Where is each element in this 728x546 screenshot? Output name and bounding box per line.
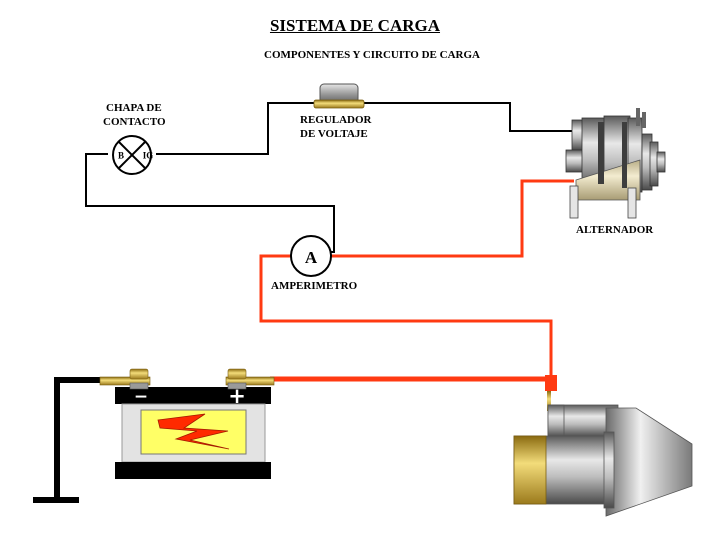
voltage-regulator-label-line2: DE VOLTAJE [300,128,368,140]
battery-positive-terminal [225,368,275,390]
wire-alternator-ammeter [330,179,574,258]
charge-wiring [259,179,574,382]
battery: − + [99,368,275,479]
voltage-regulator-label-line1: REGULADOR [300,114,372,126]
battery-negative-terminal [99,368,151,390]
ammeter-symbol [290,235,332,277]
ammeter-label: AMPERIMETRO [271,280,358,292]
page-title: SISTEMA DE CARGA [269,16,441,35]
battery-base [115,462,271,479]
battery-top-cover [115,387,271,404]
starter-terminal-lug [545,375,557,391]
ammeter: A [290,235,332,277]
terminal-b-label: B [118,151,124,161]
page-subtitle: COMPONENTES Y CIRCUITO DE CARGA [264,49,480,61]
battery-positive-symbol: + [228,384,246,408]
wire-regulator-switch [156,102,318,155]
wire-ammeter-starter [259,254,553,380]
ground-cable [33,377,112,503]
wire-regulator-alternator [360,102,574,132]
ignition-switch-label-line2: CONTACTO [103,116,166,128]
control-wiring [85,102,574,253]
alternator [565,108,666,219]
terminal-ig-label: IG [143,151,154,161]
wire-switch-ammeter [85,153,335,253]
lightning-icon [157,413,230,450]
battery-negative-symbol: − [134,387,148,407]
ammeter-letter: A [305,248,318,267]
ignition-switch-label-line1: CHAPA DE [106,102,162,114]
starter-nose-housing [605,407,693,517]
starter-end-cap [513,435,547,505]
alternator-label: ALTERNADOR [576,224,654,236]
ignition-switch: B IG [112,135,154,175]
starter-terminal-post [547,391,551,411]
voltage-regulator [313,83,365,109]
starter-motor [513,404,693,517]
